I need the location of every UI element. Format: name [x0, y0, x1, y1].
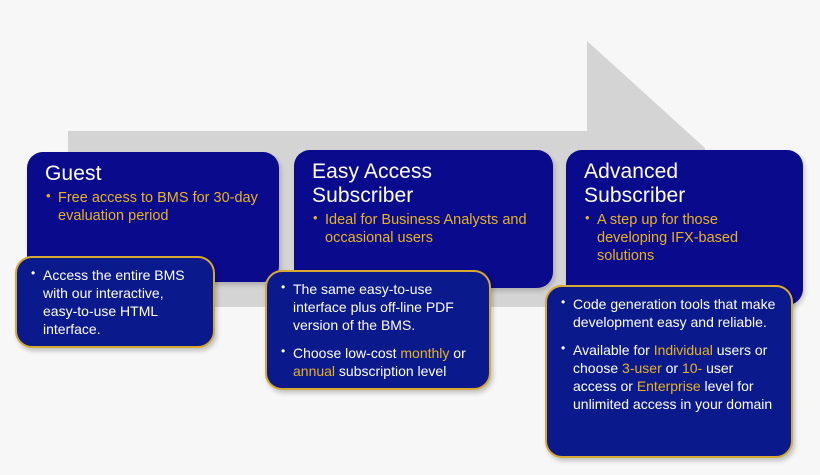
callout-easy-access[interactable]: The same easy-to-use interface plus off-…	[265, 270, 491, 390]
callout-guest[interactable]: Access the entire BMS with our interacti…	[15, 256, 215, 348]
callout-list-guest: Access the entire BMS with our interacti…	[29, 266, 201, 339]
highlight-text: Individual	[653, 341, 713, 358]
body-text: or	[449, 344, 466, 361]
body-text: Access the entire BMS with our interacti…	[43, 267, 185, 337]
tier-bullets-advanced: A step up for those developing IFX-based…	[584, 210, 789, 266]
highlight-text: Enterprise	[636, 377, 701, 394]
callout-list-advanced: Code generation tools that make developm…	[559, 295, 779, 414]
callout-list-easy-access: The same easy-to-use interface plus off-…	[279, 280, 477, 381]
tier-card-easy-access[interactable]: Easy Access Subscriber Ideal for Busines…	[294, 150, 553, 288]
tier-card-advanced[interactable]: Advanced Subscriber A step up for those …	[566, 150, 803, 305]
body-text: users or choose	[573, 341, 768, 376]
body-text: or	[661, 359, 682, 376]
body-text: Available for	[573, 341, 654, 358]
highlight-text: monthly	[400, 344, 450, 361]
tier-title-advanced: Advanced Subscriber	[584, 160, 686, 207]
body-text: user access or	[573, 359, 734, 394]
tier-title-guest: Guest	[45, 162, 102, 185]
highlight-text: 10-	[681, 359, 703, 376]
callout-bullet: Access the entire BMS with our interacti…	[29, 266, 201, 339]
tier-title-easy-access: Easy Access Subscriber	[312, 160, 433, 207]
tier-bullet: A step up for those developing IFX-based…	[584, 210, 789, 266]
body-text: The same easy-to-use interface plus off-…	[293, 281, 454, 333]
tier-bullets-guest: Free access to BMS for 30-day evaluation…	[45, 188, 265, 226]
highlight-text: 3-user	[622, 359, 662, 376]
body-text: level for unlimited access in your domai…	[573, 377, 773, 412]
body-text: Choose low-cost	[293, 344, 401, 361]
callout-bullet: Code generation tools that make developm…	[559, 295, 779, 332]
body-text: Code generation tools that make developm…	[573, 296, 776, 330]
callout-advanced[interactable]: Code generation tools that make developm…	[545, 285, 793, 458]
tier-bullets-easy-access: Ideal for Business Analysts and occasion…	[312, 210, 539, 248]
callout-bullet: Choose low-cost monthly or annual subscr…	[279, 344, 477, 381]
tier-bullet: Ideal for Business Analysts and occasion…	[312, 210, 539, 248]
tier-bullet: Free access to BMS for 30-day evaluation…	[45, 188, 265, 226]
callout-bullet: The same easy-to-use interface plus off-…	[279, 280, 477, 335]
body-text: subscription level	[335, 362, 447, 379]
callout-bullet: Available for Individual users or choose…	[559, 341, 779, 414]
highlight-text: annual	[293, 362, 336, 379]
